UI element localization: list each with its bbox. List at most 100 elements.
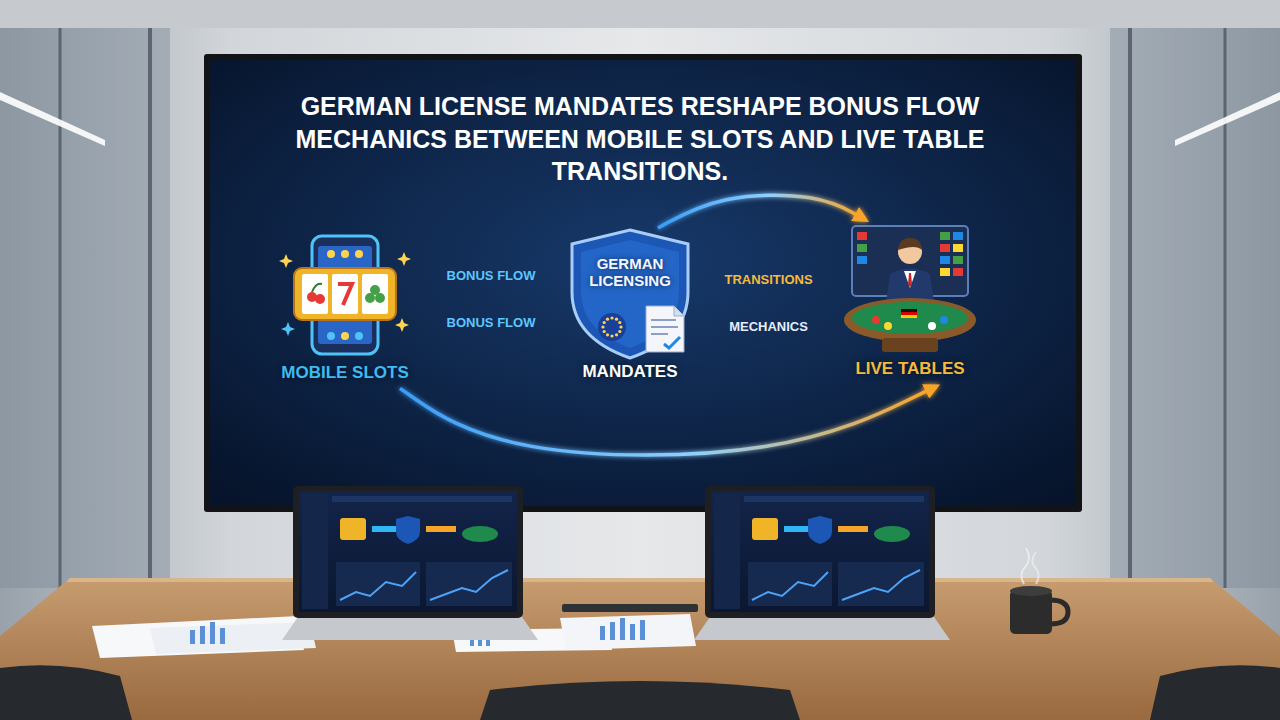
shield-icon-part: [664, 337, 680, 348]
slot-machine-icon-part: [302, 274, 328, 314]
node-label: MANDATES: [568, 362, 692, 382]
slot-machine-icon-part: [355, 332, 363, 340]
laptop-part: [332, 496, 512, 502]
icon-area: [845, 222, 975, 353]
shield-icon-part-part: [618, 321, 621, 324]
coffee-mug-part: [1032, 552, 1038, 584]
edge-label: BONUS FLOW: [447, 268, 536, 284]
slot-machine-icon-part: [341, 250, 349, 258]
slot-machine-icon-part: [315, 294, 325, 304]
live-table-icon-part: [857, 256, 867, 264]
slot-machine-icon-part: [341, 332, 349, 340]
slot-machine-icon-part: [375, 293, 385, 303]
slot-machine-icon-part: [355, 250, 363, 258]
shield-icon-part: [598, 313, 626, 341]
shield-icon-part-part: [603, 321, 606, 324]
chairs-part: [0, 665, 132, 720]
laptop-part: [302, 494, 328, 609]
live-table-icon-part: [940, 316, 948, 324]
papers-part: [200, 626, 205, 644]
shield-icon-part: [674, 306, 684, 316]
papers-part: [560, 614, 696, 650]
laptop-part: [705, 486, 935, 618]
wall-part: [148, 28, 152, 588]
papers-part: [600, 626, 605, 640]
live-table-icon-part: [953, 256, 963, 264]
flow-arrow: [692, 300, 824, 310]
wall-part: [1224, 28, 1227, 588]
slot-machine-icon-part: [365, 293, 375, 303]
shield-icon-part-part: [615, 318, 618, 321]
laptop-part: [426, 526, 456, 532]
live-table-icon-part: [852, 226, 968, 296]
live-table-icon-part: [928, 322, 936, 330]
tv-screen-part: [210, 60, 1076, 506]
laptop-part: [396, 516, 420, 544]
laptop-part: [426, 562, 512, 606]
papers-part: [562, 604, 698, 612]
slot-machine-icon-part: [312, 284, 322, 292]
live-table-icon-part: [886, 269, 934, 303]
live-table-icon-part: [872, 316, 880, 324]
shield-icon-part: [651, 326, 678, 328]
shield-icon-part: [651, 319, 676, 321]
coffee-mug-part: [1010, 586, 1052, 596]
shield-icon-part: [572, 230, 688, 358]
live-table-icon-part: [908, 273, 912, 287]
live-table-icon-part: [852, 302, 968, 334]
tv-screen-part: [204, 54, 1082, 512]
tv-screen: [204, 54, 1082, 512]
live-tables-node: LIVE TABLES: [845, 222, 975, 384]
shield-icon-part-part: [615, 333, 618, 336]
shield-icon-part-part: [618, 330, 621, 333]
slot-machine-icon-part: [327, 250, 335, 258]
papers-part: [630, 624, 635, 640]
laptop-part: [874, 526, 910, 542]
laptop-part: [462, 526, 498, 542]
shield-icon: [572, 230, 688, 358]
shield-icon-part-part: [619, 325, 622, 328]
laptop-part: [842, 570, 920, 600]
slot-machine-icon-part: [279, 254, 293, 268]
slots-node: MOBILE SLOTS: [276, 232, 414, 388]
slot-machine-icon-part: [281, 322, 295, 336]
slot-machine-icon-part: [397, 252, 411, 266]
live-table-icon-part: [901, 315, 917, 318]
node-label: MOBILE SLOTS: [276, 363, 414, 383]
laptop-part: [340, 572, 416, 600]
shield-icon-part-part: [601, 325, 604, 328]
laptop-part: [752, 572, 828, 600]
laptop-part: [299, 491, 517, 612]
coffee-mug: [1010, 548, 1068, 634]
papers-part: [640, 620, 645, 640]
slot-machine-icon-part: [395, 318, 409, 332]
slot-machine-icon-part: [338, 284, 352, 305]
laptop-part: [808, 516, 832, 544]
live-table-icon-part: [857, 232, 867, 240]
desk-part: [66, 578, 1214, 582]
laptop-part: [748, 562, 832, 606]
live-table-icon-part: [940, 232, 950, 240]
slot-machine-icon-part: [312, 236, 378, 354]
flow-label: BONUS FLOW: [447, 315, 536, 331]
wall-part: [0, 0, 1280, 28]
desk: [0, 578, 1280, 720]
live-table-icon-part: [857, 244, 867, 252]
coffee-mug-part: [1050, 600, 1068, 624]
laptop-part: [838, 526, 868, 532]
papers-part: [220, 628, 225, 644]
flow-arrow: [658, 195, 859, 228]
shield-icon-part-part: [606, 318, 609, 321]
wall-part: [1110, 28, 1280, 588]
icon-area: GERMAN LICENSING: [568, 228, 692, 356]
edge-label: TRANSITIONS: [724, 272, 812, 288]
laptop: [694, 486, 950, 640]
shield-text: GERMAN LICENSING: [578, 255, 682, 290]
live-table-icon-part: [882, 338, 938, 352]
papers-part: [620, 618, 625, 640]
coffee-mug-part: [1021, 548, 1029, 584]
wall-part: [59, 28, 62, 588]
